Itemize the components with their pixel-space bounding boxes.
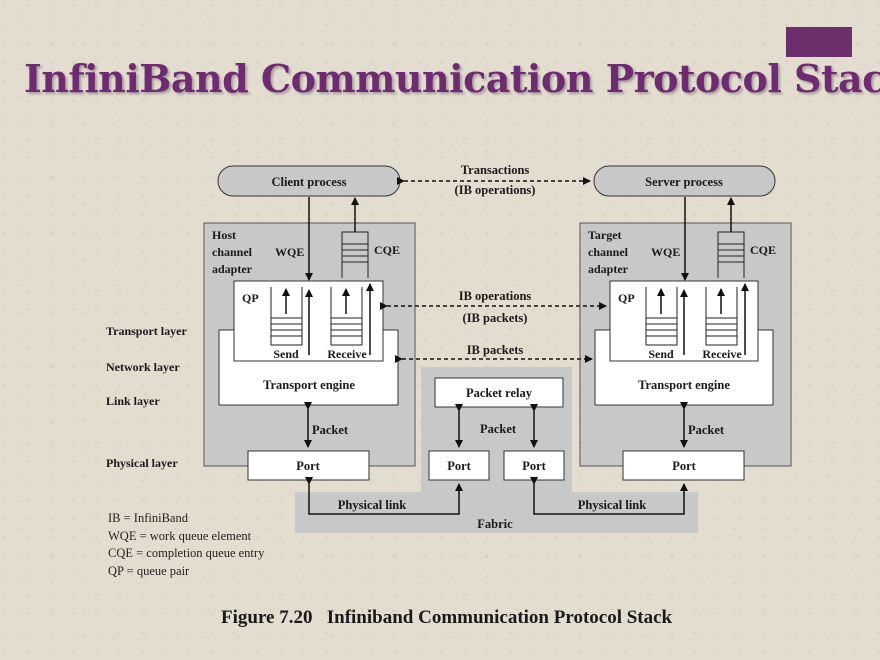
host-qp-label: QP: [242, 291, 259, 305]
fabric-port-right-label: Port: [522, 459, 546, 473]
fabric-port-left: [428, 450, 490, 481]
target-send-queue: [645, 287, 678, 346]
physical-layer-label: Physical layer: [106, 456, 178, 470]
server-process-label: Server process: [645, 175, 723, 189]
packet-relay-label: Packet relay: [466, 386, 533, 400]
host-adapter-label-3: adapter: [212, 262, 253, 276]
target-receive-label: Receive: [702, 347, 742, 361]
physical-link-left: [305, 477, 463, 515]
target-qp-label: QP: [618, 291, 635, 305]
target-send-label: Send: [648, 347, 674, 361]
physical-link-right-label: Physical link: [578, 498, 646, 512]
target-adapter-label-1: Target: [588, 228, 622, 242]
target-wqe-label: WQE: [651, 245, 680, 259]
slide-title: InfiniBand Communication Protocol Stack: [24, 56, 880, 101]
legend: IB = InfiniBand WQE = work queue element…: [108, 510, 264, 580]
target-adapter-label-2: channel: [588, 245, 629, 259]
fabric-region: [295, 367, 698, 533]
host-receive-label: Receive: [327, 347, 367, 361]
target-port: [622, 450, 745, 481]
target-packet-label: Packet: [688, 423, 725, 437]
host-adapter-label-1: Host: [212, 228, 236, 242]
link-layer-label: Link layer: [106, 394, 160, 408]
packet-relay: [434, 377, 564, 408]
client-process-label: Client process: [271, 175, 346, 189]
server-process: [593, 165, 776, 197]
transport-layer-label: Transport layer: [106, 324, 187, 338]
host-send-queue: [270, 287, 303, 346]
host-adapter-label-2: channel: [212, 245, 253, 259]
host-cqe-label: CQE: [374, 243, 400, 257]
host-wqe-label: WQE: [275, 245, 304, 259]
host-port-label: Port: [296, 459, 320, 473]
host-packet-label: Packet: [312, 423, 349, 437]
target-port-label: Port: [672, 459, 696, 473]
legend-item: IB = InfiniBand: [108, 511, 188, 525]
fabric-port-left-label: Port: [447, 459, 471, 473]
network-layer-label: Network layer: [106, 360, 180, 374]
target-receive-queue: [705, 287, 738, 346]
host-receive-queue: [330, 287, 363, 346]
host-port: [247, 450, 370, 481]
target-cqe-label: CQE: [750, 243, 776, 257]
host-send-label: Send: [273, 347, 299, 361]
figure-caption: Figure 7.20 Infiniband Communication Pro…: [221, 607, 672, 629]
legend-item: CQE = completion queue entry: [108, 546, 265, 560]
legend-item: WQE = work queue element: [108, 528, 252, 543]
fabric-label: Fabric: [477, 517, 513, 531]
physical-link-left-label: Physical link: [338, 498, 406, 512]
relay-packet-label: Packet: [480, 422, 517, 436]
host-transport-engine-label: Transport engine: [263, 378, 355, 392]
transactions-sub-label: (IB operations): [455, 183, 536, 197]
transactions-label: Transactions: [461, 163, 530, 177]
target-transport-engine-label: Transport engine: [638, 378, 730, 392]
legend-item: QP = queue pair: [108, 563, 190, 578]
target-adapter-label-3: adapter: [588, 262, 629, 276]
fabric-port-right: [503, 450, 565, 481]
figure-number: Figure 7.20: [221, 607, 313, 628]
physical-link-right: [530, 477, 688, 515]
accent-box: [786, 27, 852, 57]
ib-operations-label: IB operations: [459, 289, 532, 303]
figure-caption-text: Infiniband Communication Protocol Stack: [326, 607, 673, 628]
ib-operations-sub-label: (IB packets): [463, 311, 528, 325]
ib-packets-label: IB packets: [467, 343, 524, 357]
